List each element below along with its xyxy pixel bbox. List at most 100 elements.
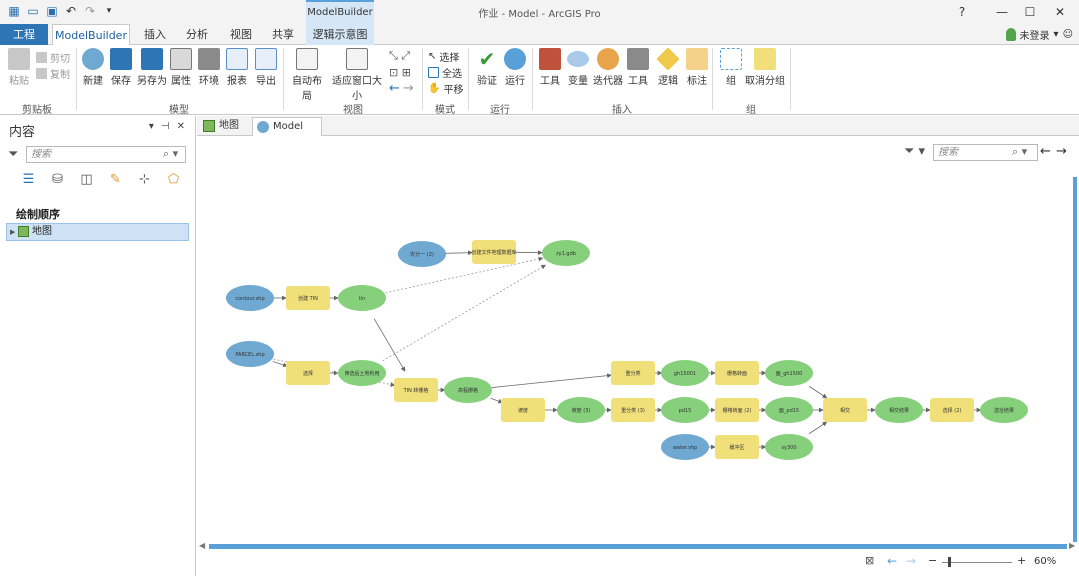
model-tool-node[interactable]: 坡度 bbox=[501, 398, 545, 422]
full-extent-icon[interactable]: ⤡ ⤢ bbox=[389, 49, 411, 62]
snapping-icon[interactable]: ⊹ bbox=[139, 172, 150, 187]
filter-icon[interactable]: ⏷ ▾ bbox=[904, 144, 926, 159]
back-forward-icon[interactable]: ← → bbox=[389, 80, 414, 96]
labeling-icon[interactable]: ⬠ bbox=[167, 172, 180, 187]
search-icon[interactable]: ⌕ ▾ bbox=[1012, 145, 1028, 158]
redo-icon[interactable]: ↷ bbox=[84, 4, 96, 18]
fit-window-button[interactable]: 适应窗口大小 bbox=[329, 48, 385, 102]
environments-button[interactable]: 环境 bbox=[194, 48, 224, 87]
model-input-node[interactable]: PARCEL.shp bbox=[226, 341, 274, 367]
filter-icon[interactable]: ⏷ bbox=[8, 147, 19, 162]
open-project-icon[interactable]: ▭ bbox=[27, 4, 39, 18]
model-tool-node[interactable]: 创建 TIN bbox=[286, 286, 330, 310]
zoom-slider-track[interactable] bbox=[942, 562, 1012, 563]
connector-line[interactable] bbox=[373, 318, 406, 372]
model-input-node[interactable]: 农分一 (2) bbox=[398, 241, 446, 267]
scroll-right-icon[interactable]: ▶ bbox=[1069, 541, 1076, 550]
model-tool-node[interactable]: 选择 (2) bbox=[930, 398, 974, 422]
node-shape[interactable] bbox=[715, 361, 759, 385]
node-shape[interactable] bbox=[875, 397, 923, 423]
save-as-button[interactable]: 另存为 bbox=[135, 48, 169, 87]
node-shape[interactable] bbox=[338, 360, 386, 386]
auto-layout-button[interactable]: 自动布局 bbox=[288, 48, 326, 102]
node-shape[interactable] bbox=[765, 397, 813, 423]
node-shape[interactable] bbox=[980, 397, 1028, 423]
toolbox-button[interactable]: 工具 bbox=[535, 48, 565, 87]
select-all-button[interactable]: 全选 bbox=[428, 65, 462, 80]
node-shape[interactable] bbox=[338, 285, 386, 311]
report-button[interactable]: 报表 bbox=[222, 48, 252, 87]
model-tool-node[interactable]: 重分类 (3) bbox=[611, 398, 655, 422]
connector-line[interactable] bbox=[445, 250, 473, 256]
node-shape[interactable] bbox=[765, 360, 813, 386]
editing-icon[interactable]: ✎ bbox=[110, 172, 121, 187]
node-shape[interactable] bbox=[930, 398, 974, 422]
expand-arrow-icon[interactable]: ▶ bbox=[10, 228, 16, 236]
pin-icon[interactable]: ⊣ bbox=[160, 121, 170, 132]
connector-line[interactable] bbox=[272, 361, 288, 368]
paste-button[interactable]: 粘贴 bbox=[4, 48, 34, 87]
node-shape[interactable] bbox=[823, 398, 867, 422]
model-output-node[interactable]: 坡度 (3) bbox=[557, 397, 605, 423]
doc-tab-map[interactable]: 地图 bbox=[199, 117, 251, 136]
drawing-order-icon[interactable]: ☰ bbox=[22, 172, 35, 187]
model-tool-node[interactable]: 栅格转面 bbox=[715, 361, 759, 385]
logic-button[interactable]: 逻辑 bbox=[653, 47, 683, 87]
tab-analysis[interactable]: 分析 bbox=[186, 28, 208, 41]
run-button[interactable]: 运行 bbox=[500, 48, 530, 87]
node-shape[interactable] bbox=[611, 361, 655, 385]
scroll-left-icon[interactable]: ◀ bbox=[199, 541, 206, 550]
node-shape[interactable] bbox=[444, 377, 492, 403]
node-shape[interactable] bbox=[398, 241, 446, 267]
next-result-icon[interactable]: → bbox=[1056, 144, 1067, 159]
model-tool-node[interactable]: 相交 bbox=[823, 398, 867, 422]
node-shape[interactable] bbox=[286, 286, 330, 310]
ungroup-button[interactable]: 取消分组 bbox=[744, 48, 786, 87]
model-input-node[interactable]: water.shp bbox=[661, 434, 709, 460]
tab-modelbuilder[interactable]: ModelBuilder bbox=[52, 24, 130, 46]
model-output-node[interactable]: gh15001 bbox=[661, 360, 709, 386]
node-shape[interactable] bbox=[661, 360, 709, 386]
maximize-button[interactable]: ☐ bbox=[1024, 5, 1036, 19]
validate-button[interactable]: ✔ 验证 bbox=[472, 48, 502, 87]
model-tool-node[interactable]: 缓冲区 bbox=[715, 435, 759, 459]
iterator-button[interactable]: 迭代器 bbox=[591, 48, 625, 87]
group-button[interactable]: 组 bbox=[716, 48, 746, 87]
undo-icon[interactable]: ↶ bbox=[65, 4, 77, 18]
properties-button[interactable]: 属性 bbox=[166, 48, 196, 87]
node-shape[interactable] bbox=[661, 434, 709, 460]
tab-logic-diagram[interactable]: 逻辑示意图 bbox=[306, 24, 374, 45]
previous-result-icon[interactable]: ← bbox=[1040, 144, 1051, 159]
cut-button[interactable]: 剪切 bbox=[36, 50, 70, 65]
model-output-node[interactable]: zy1.gdb bbox=[542, 240, 590, 266]
model-tool-node[interactable]: TIN 转栅格 bbox=[394, 378, 438, 402]
tab-share[interactable]: 共享 bbox=[272, 28, 294, 41]
node-shape[interactable] bbox=[661, 397, 709, 423]
node-shape[interactable] bbox=[226, 285, 274, 311]
back-icon[interactable]: ← bbox=[887, 554, 898, 568]
close-button[interactable]: ✕ bbox=[1054, 5, 1066, 19]
node-shape[interactable] bbox=[715, 435, 759, 459]
forward-icon[interactable]: → bbox=[906, 554, 917, 568]
tab-insert[interactable]: 插入 bbox=[144, 28, 166, 41]
label-tool-button[interactable]: 标注 bbox=[682, 48, 712, 87]
connector-line[interactable] bbox=[385, 256, 544, 294]
tools-button[interactable]: 工具 bbox=[623, 48, 653, 87]
node-shape[interactable] bbox=[501, 398, 545, 422]
connector-line[interactable] bbox=[808, 421, 828, 435]
vertical-scrollbar[interactable] bbox=[1071, 177, 1079, 542]
node-shape[interactable] bbox=[472, 240, 516, 264]
model-output-node[interactable]: pd15 bbox=[661, 397, 709, 423]
model-tool-node[interactable]: 选择 bbox=[286, 361, 330, 385]
model-tool-node[interactable]: 创建文件地理数据库 bbox=[471, 240, 517, 264]
vertical-scroll-thumb[interactable] bbox=[1073, 177, 1077, 542]
zoom-in-icon[interactable]: + bbox=[1017, 554, 1027, 567]
selection-icon[interactable]: ◫ bbox=[80, 172, 93, 187]
new-project-icon[interactable]: ▦ bbox=[8, 4, 20, 18]
node-shape[interactable] bbox=[394, 378, 438, 402]
save-model-button[interactable]: 保存 bbox=[106, 48, 136, 87]
contents-search-input[interactable]: 搜索 bbox=[26, 146, 186, 163]
model-tool-node[interactable]: 重分类 bbox=[611, 361, 655, 385]
node-shape[interactable] bbox=[765, 434, 813, 460]
